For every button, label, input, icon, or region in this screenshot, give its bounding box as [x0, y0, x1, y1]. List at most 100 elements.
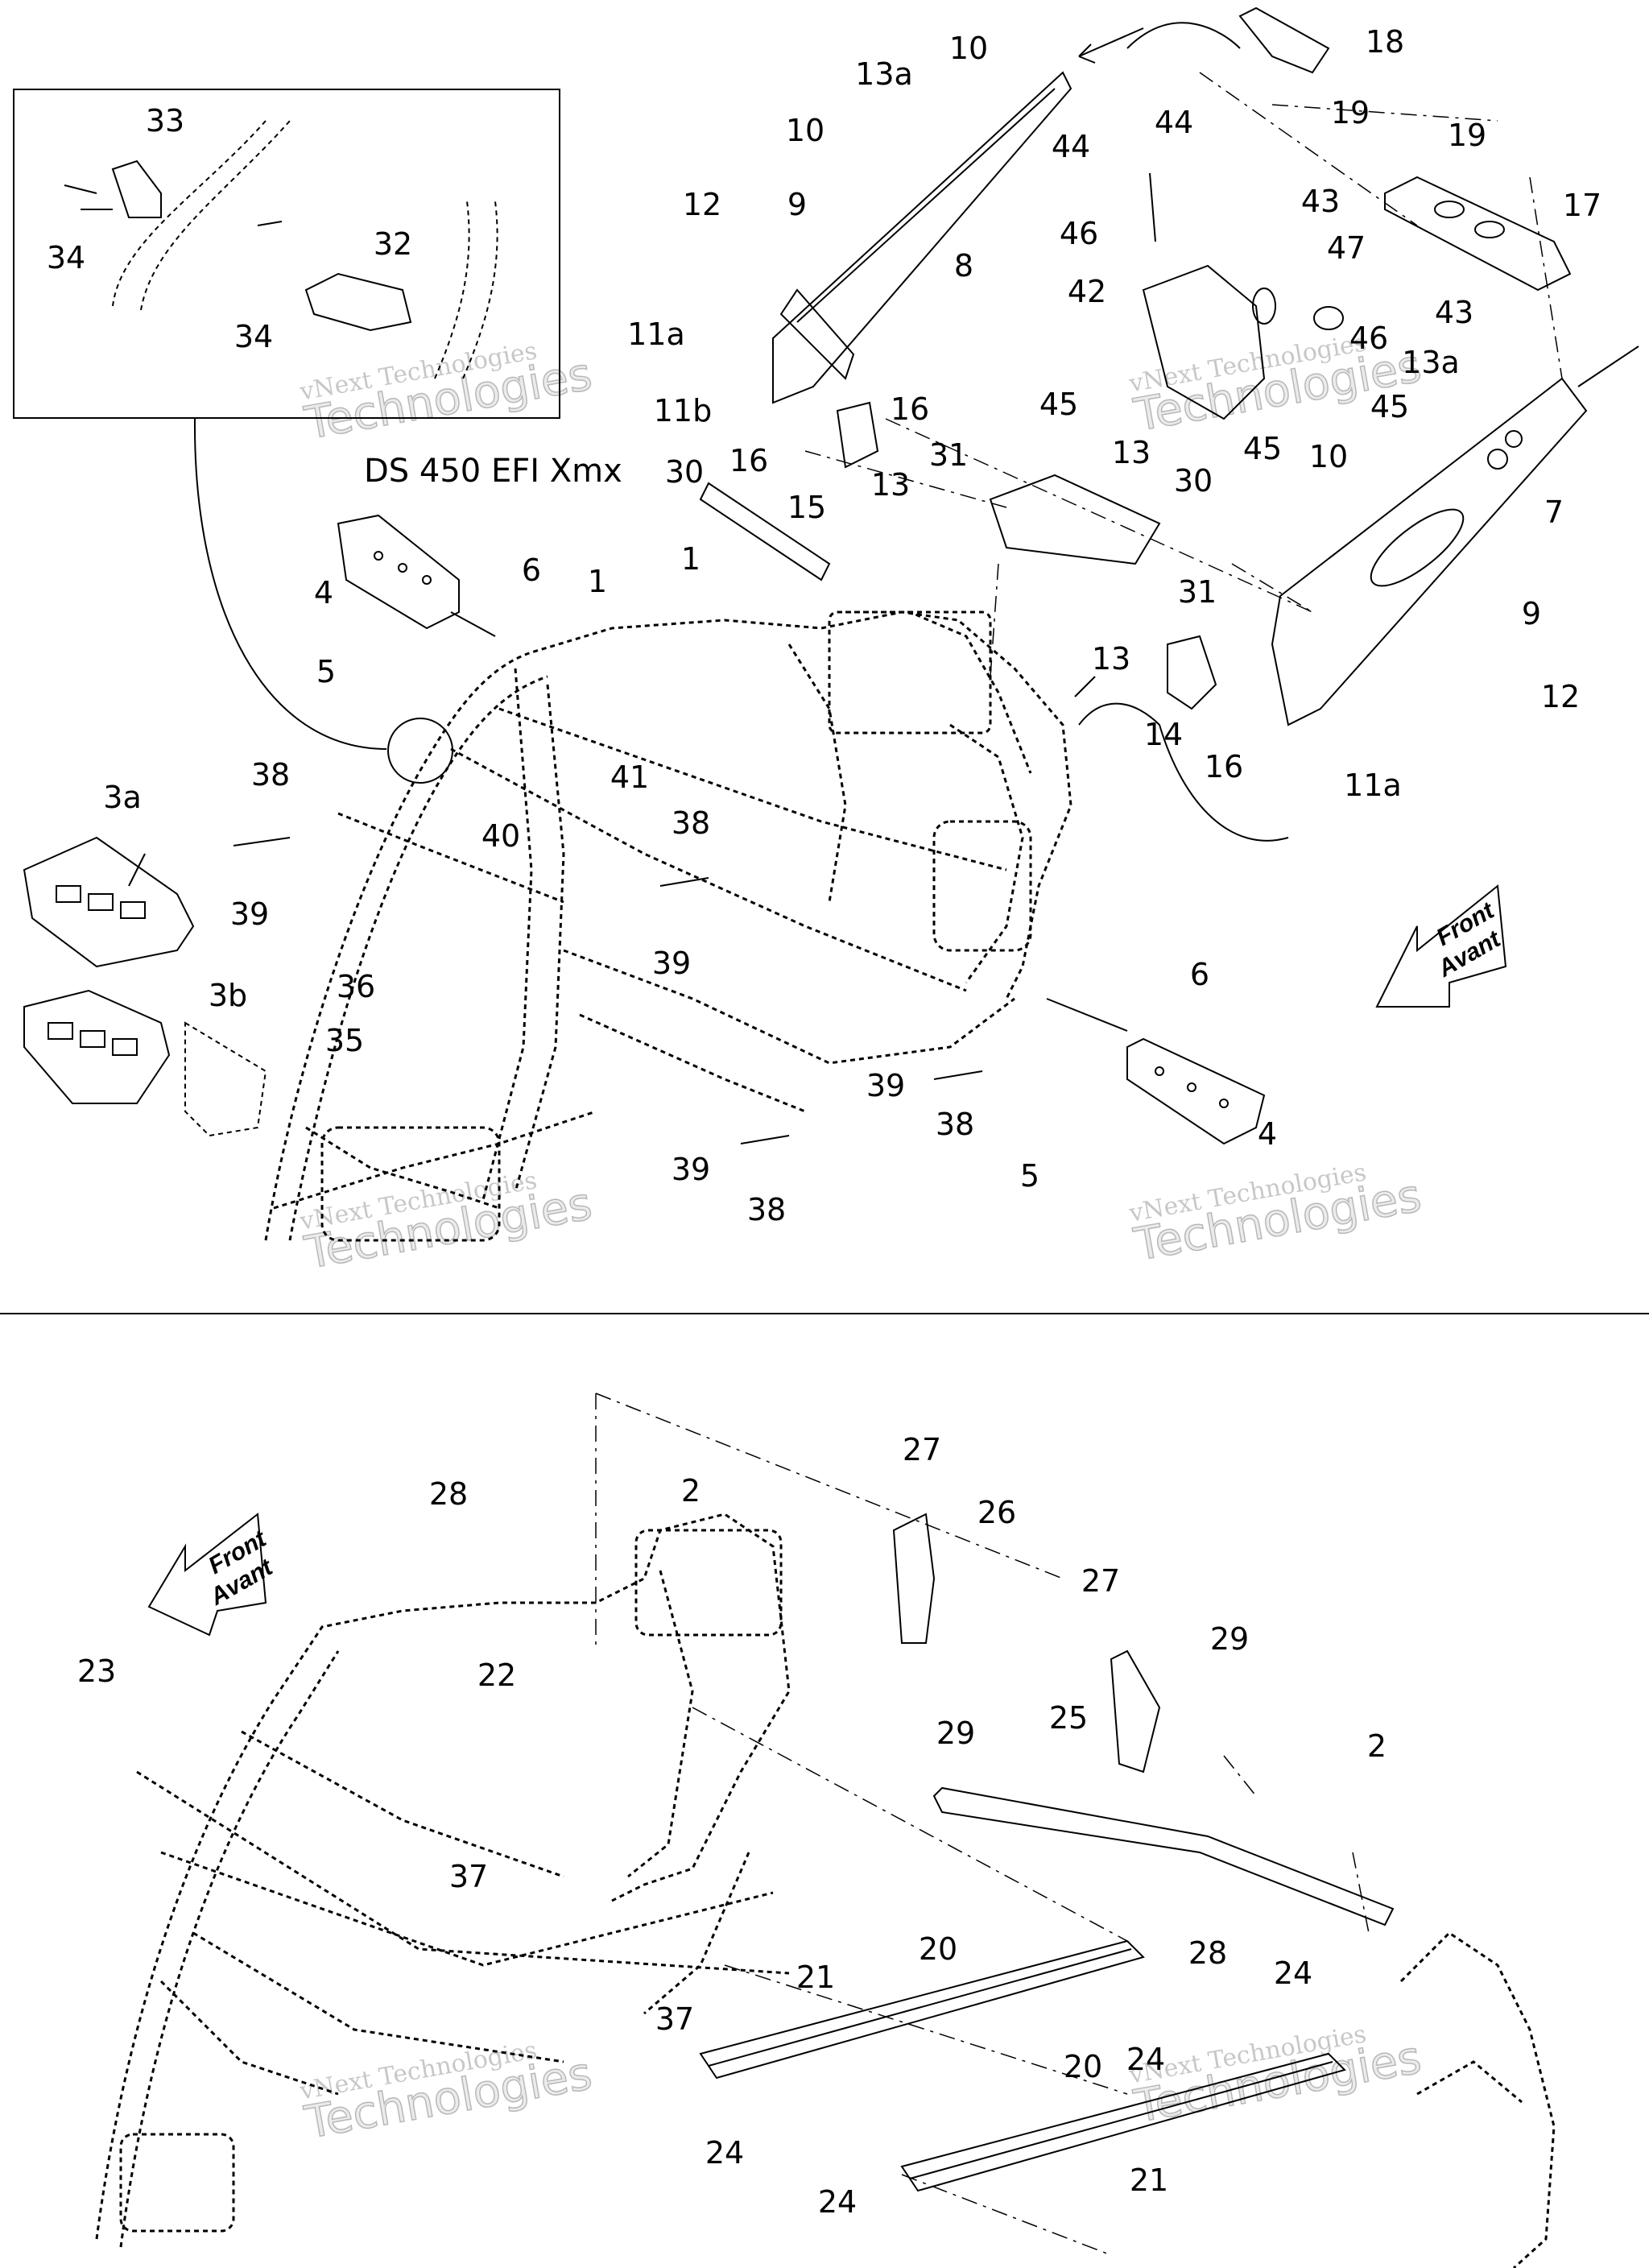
footpeg-14 [1167, 635, 1217, 710]
callout-17: 17 [1562, 188, 1602, 223]
callout-34: 34 [234, 319, 274, 354]
callout-30: 30 [1173, 463, 1213, 499]
callout-15: 15 [787, 490, 827, 525]
callout-39: 39 [671, 1152, 711, 1187]
leader-18 [1126, 22, 1241, 49]
callout-13: 13 [870, 467, 911, 503]
taillight-bracket-42 [1142, 264, 1344, 420]
callout-41: 41 [610, 759, 650, 795]
callout-46: 46 [1059, 216, 1099, 251]
tube-2 [932, 1786, 1395, 1927]
subframe-right-7 [1271, 377, 1588, 726]
callout-22: 22 [477, 1658, 517, 1693]
callout-31: 31 [928, 437, 969, 473]
bracket-26 [892, 1513, 936, 1644]
callout-24: 24 [705, 2135, 745, 2171]
callout-21: 21 [1129, 2162, 1169, 2198]
callout-5: 5 [1019, 1158, 1040, 1194]
callout-19: 19 [1330, 95, 1370, 130]
callout-24: 24 [1126, 2042, 1166, 2077]
callout-6: 6 [1189, 957, 1210, 992]
callout-30: 30 [664, 454, 705, 490]
detail-inset-box [13, 89, 560, 419]
callout-13a: 13a [855, 56, 913, 92]
callout-2: 2 [1366, 1728, 1387, 1764]
callout-1: 1 [587, 564, 608, 599]
callout-35: 35 [324, 1023, 365, 1058]
callout-13: 13 [1091, 641, 1131, 677]
callout-43: 43 [1434, 295, 1474, 330]
callout-38: 38 [671, 805, 711, 841]
callout-31: 31 [1177, 574, 1217, 610]
callout-45: 45 [1370, 389, 1410, 424]
callout-36: 36 [336, 969, 376, 1004]
callout-10: 10 [948, 31, 989, 66]
callout-46: 46 [1349, 321, 1389, 356]
section-divider [0, 1313, 1649, 1314]
callout-42: 42 [1067, 274, 1107, 309]
callout-6: 6 [521, 553, 542, 588]
callout-39: 39 [866, 1068, 906, 1103]
callout-3a: 3a [103, 780, 142, 815]
callout-9: 9 [1521, 596, 1542, 631]
callout-8: 8 [953, 248, 974, 284]
callout-34: 34 [46, 240, 86, 275]
bracket-25 [1110, 1649, 1161, 1773]
callout-10: 10 [1308, 439, 1349, 474]
callout-13: 13 [1111, 435, 1151, 470]
heel-guard-3a [23, 836, 195, 968]
callout-20: 20 [1063, 2049, 1103, 2084]
callout-29: 29 [1209, 1621, 1250, 1657]
callout-16: 16 [1204, 749, 1244, 784]
callout-45: 45 [1242, 431, 1283, 466]
callout-26: 26 [977, 1495, 1017, 1530]
callout-3b: 3b [208, 978, 248, 1013]
front-arrow-bottom [147, 1513, 267, 1637]
callout-14: 14 [1143, 717, 1184, 752]
plate-outline [184, 1021, 267, 1137]
callout-39: 39 [651, 946, 692, 981]
callout-38: 38 [746, 1192, 787, 1227]
callout-16: 16 [890, 391, 930, 427]
rail-20-lower [900, 2052, 1346, 2192]
callout-47: 47 [1326, 230, 1366, 266]
callout-19: 19 [1447, 118, 1487, 153]
callout-37: 37 [448, 1859, 489, 1894]
inset-detail [112, 120, 498, 379]
callout-25: 25 [1048, 1700, 1089, 1736]
callout-12: 12 [682, 187, 722, 222]
detail-circle [387, 718, 453, 784]
callout-4: 4 [1257, 1116, 1278, 1152]
callout-28: 28 [1188, 1935, 1228, 1971]
callout-2: 2 [680, 1473, 701, 1509]
callout-28: 28 [428, 1476, 469, 1512]
bracket-30 [699, 474, 1161, 581]
callout-44: 44 [1154, 105, 1194, 140]
callout-4: 4 [313, 575, 334, 610]
rail-20-upper [699, 1939, 1145, 2080]
bracket-15 [836, 401, 879, 469]
callout-27: 27 [1081, 1563, 1121, 1599]
arrows-top [128, 27, 1639, 1032]
callout-18: 18 [1365, 24, 1405, 60]
front-frame-right [1399, 1931, 1556, 2268]
callout-13a: 13a [1402, 345, 1460, 380]
callout-5: 5 [316, 654, 337, 689]
callout-24: 24 [1273, 1956, 1313, 1991]
main-frame-top [264, 610, 1072, 1242]
callout-38: 38 [250, 757, 291, 793]
callout-37: 37 [655, 2001, 695, 2037]
front-arrow-top [1375, 884, 1507, 1008]
callout-9: 9 [787, 187, 808, 222]
main-frame-bottom [95, 1513, 791, 2248]
callout-16: 16 [729, 443, 769, 478]
callout-40: 40 [481, 818, 521, 854]
callout-29: 29 [936, 1715, 976, 1751]
model-label: DS 450 EFI Xmx [364, 453, 622, 490]
callout-43: 43 [1300, 184, 1341, 219]
callout-33: 33 [145, 103, 185, 139]
callout-11a: 11a [627, 317, 685, 352]
bracket-18 [1238, 6, 1330, 74]
strap-38-39 [233, 837, 983, 1144]
